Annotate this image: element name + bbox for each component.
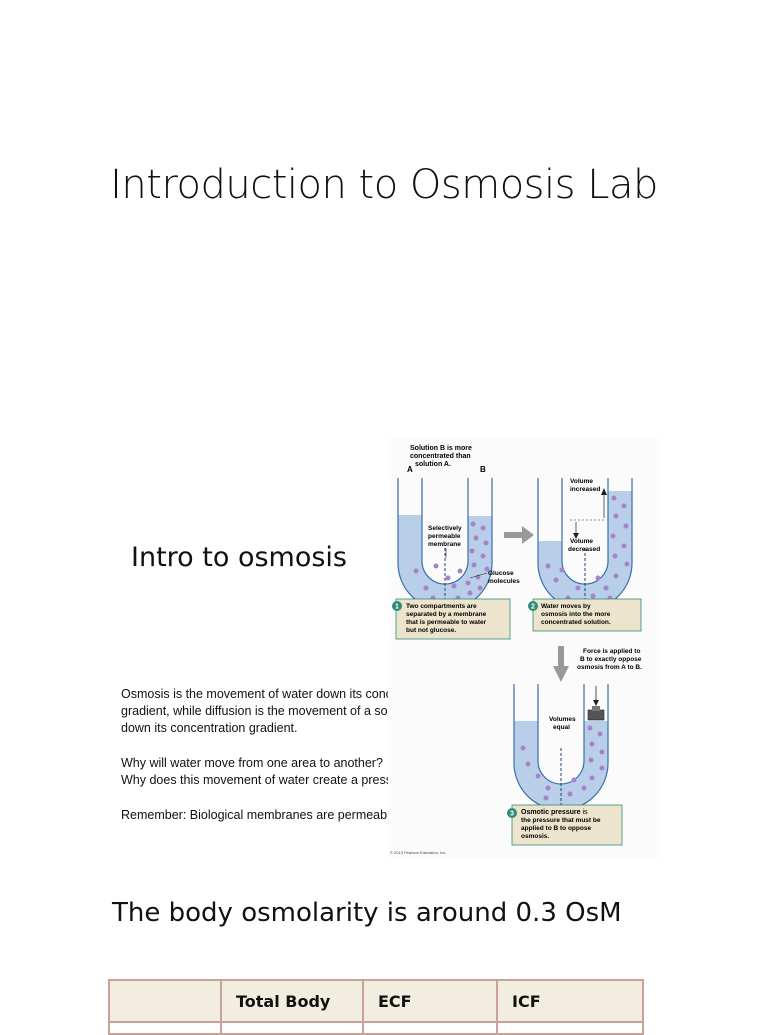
glucose-label-line: molecules [488,578,520,585]
questions: Why will water move from one area to ano… [121,755,417,789]
question-line: Why does this movement of water create a… [121,773,417,787]
step3-line: applied to B to oppose [521,825,591,832]
glucose-molecules [520,725,605,801]
osmosis-figure: Solution B is more concentrated than sol… [388,438,660,858]
step1-line: Two compartments are [406,603,477,610]
u-tube-initial [397,478,493,611]
step-number: 3 [510,811,514,818]
remember-note: Remember: Biological membranes are perme… [121,808,445,822]
figure-top-note-line: concentrated than [410,453,471,460]
force-note-line: osmosis from A to B. [577,664,642,671]
osmolarity-heading: The body osmolarity is around 0.3 OsM [112,898,622,928]
step2-line: concentrated solution. [541,619,611,626]
step1-line: that is permeable to water [406,619,487,626]
question-line: Why will water move from one area to ano… [121,756,383,770]
step3-first-line: Osmotic pressure is [521,809,588,816]
volumes-equal-line: equal [553,724,570,731]
glucose-label-line: Glucose [488,570,514,577]
volumes-equal-line: Volumes [549,716,576,723]
definition-line: gradient, while diffusion is the movemen… [121,704,408,718]
table-header-cell: Total Body [220,979,364,1023]
down-arrow [553,646,569,682]
membrane-label-line: Selectively [428,525,462,532]
step1-line: separated by a membrane [406,611,487,618]
step1-line: but not glucose. [406,627,456,634]
tube-label-b: B [480,465,486,474]
osmosis-definition: Osmosis is the movement of water down it… [121,686,441,737]
figure-copyright: © 2013 Pearson Education, Inc. [390,850,447,855]
definition-line: down its concentration gradient. [121,721,298,735]
volume-decreased-line: Volume [570,538,593,545]
glucose-molecules [545,495,630,601]
step-number: 2 [531,604,535,611]
force-note-line: B to exactly oppose [580,656,642,663]
caption-step-3: 3 Osmotic pressure is the pressure that … [507,804,623,846]
step3-rest: is [581,809,589,816]
section-heading: Intro to osmosis [131,542,347,573]
osmolarity-table: Total Body ECF ICF [108,979,644,1035]
table-header-cell [108,979,222,1023]
step3-line: osmosis. [521,833,549,840]
volume-increased-line: increased [570,486,600,493]
volume-increased-line: Volume [570,478,593,485]
figure-top-note-line: solution A. [415,461,451,468]
table-header-row: Total Body ECF ICF [108,979,644,1023]
step2-line: osmosis into the more [541,611,611,618]
force-note-line: Force is applied to [583,648,640,655]
step-number: 1 [395,604,399,611]
volume-decreased-line: decreased [568,546,600,553]
slide-title: Introduction to Osmosis Lab [110,162,658,208]
table-header-cell: ECF [362,979,498,1023]
step3-bold: Osmotic pressure [521,809,581,816]
step2-line: Water moves by [541,603,591,610]
caption-step-1: 1 Two compartments are separated by a me… [392,598,511,640]
step3-line: the pressure that must be [521,817,601,824]
membrane-label-line: membrane [428,541,461,548]
membrane-label-line: permeable [428,533,461,540]
right-arrow [504,526,534,544]
tube-label-a: A [407,465,413,474]
figure-top-note-line: Solution B is more [410,445,472,452]
definition-line: Osmosis is the movement of water down it… [121,687,441,701]
caption-step-2: 2 Water moves by osmosis into the more c… [528,598,642,632]
table-header-cell: ICF [496,979,644,1023]
